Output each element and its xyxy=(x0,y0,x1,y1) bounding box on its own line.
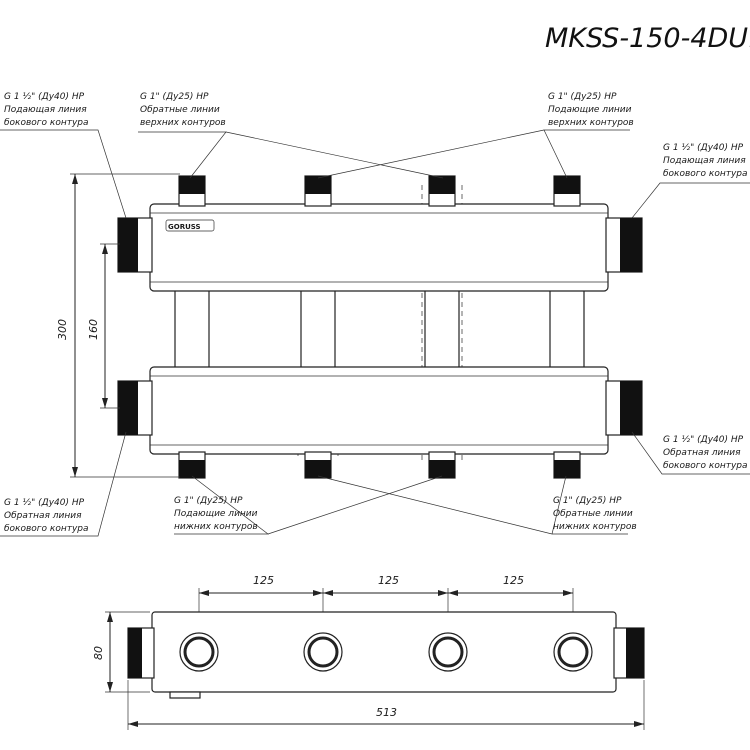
top-nipples xyxy=(178,175,581,207)
length-total-value: 513 xyxy=(376,706,397,719)
front-view: GORUSS xyxy=(0,92,750,537)
height-total-value: 300 xyxy=(56,319,69,340)
svg-text:Подающие линии: Подающие линии xyxy=(174,509,258,519)
svg-text:G 1" (Ду25) НР: G 1" (Ду25) НР xyxy=(174,496,243,506)
top-header xyxy=(149,203,609,292)
svg-text:бокового контура: бокового контура xyxy=(663,169,748,179)
header-top-view xyxy=(151,611,617,693)
leader-lines xyxy=(0,129,750,537)
dimension-pitch: 125 125 125 xyxy=(198,574,574,640)
svg-text:Обратная линия: Обратная линия xyxy=(663,448,741,458)
brand-logo: GORUSS xyxy=(168,223,201,231)
callout-supply-bottom: G 1" (Ду25) НР Подающие линии нижних кон… xyxy=(174,496,258,532)
model-title: MKSS-150-4DU.1 xyxy=(545,23,750,54)
svg-text:G 1 ½" (Ду40) НР: G 1 ½" (Ду40) НР xyxy=(663,435,744,445)
callout-return-side-left: G 1 ½" (Ду40) НР Обратная линия бокового… xyxy=(4,498,89,534)
dimension-depth: 80 xyxy=(92,611,150,693)
brand-plate xyxy=(165,219,215,232)
callout-supply-top: G 1" (Ду25) НР Подающие линии верхних ко… xyxy=(548,92,634,128)
svg-text:Обратные линии: Обратные линии xyxy=(140,105,220,115)
svg-text:бокового контура: бокового контура xyxy=(663,461,748,471)
callout-return-bottom: G 1" (Ду25) НР Обратные линии нижних кон… xyxy=(553,496,637,532)
callout-supply-side-left: G 1 ½" (Ду40) НР Подающая линия бокового… xyxy=(4,92,89,128)
svg-text:Подающие линии: Подающие линии xyxy=(548,105,632,115)
svg-text:G 1 ½" (Ду40) НР: G 1 ½" (Ду40) НР xyxy=(4,92,85,102)
pitch-3-value: 125 xyxy=(503,574,524,587)
pitch-2-value: 125 xyxy=(378,574,399,587)
svg-text:G 1 ½" (Ду40) НР: G 1 ½" (Ду40) НР xyxy=(663,143,744,153)
svg-text:G 1" (Ду25) НР: G 1" (Ду25) НР xyxy=(553,496,622,506)
callout-return-side-right: G 1 ½" (Ду40) НР Обратная линия бокового… xyxy=(663,435,748,471)
svg-text:нижних контуров: нижних контуров xyxy=(553,522,637,532)
svg-text:верхних контуров: верхних контуров xyxy=(140,118,226,128)
svg-text:Обратные линии: Обратные линии xyxy=(553,509,633,519)
bottom-nipples xyxy=(178,451,581,479)
svg-text:Подающая линия: Подающая линия xyxy=(663,156,746,166)
outlet-circles xyxy=(179,632,593,672)
dimension-height: 300 xyxy=(56,173,180,478)
callout-return-top: G 1" (Ду25) НР Обратные линии верхних ко… xyxy=(140,92,226,128)
callout-supply-side-right: G 1 ½" (Ду40) НР Подающая линия бокового… xyxy=(663,143,748,179)
svg-text:G 1 ½" (Ду40) НР: G 1 ½" (Ду40) НР xyxy=(4,498,85,508)
svg-text:G 1" (Ду25) НР: G 1" (Ду25) НР xyxy=(140,92,209,102)
svg-text:бокового контура: бокового контура xyxy=(4,524,89,534)
axis-distance-value: 160 xyxy=(87,319,100,340)
bottom-header xyxy=(149,366,609,455)
svg-text:G 1" (Ду25) НР: G 1" (Ду25) НР xyxy=(548,92,617,102)
svg-text:верхних контуров: верхних контуров xyxy=(548,118,634,128)
svg-text:бокового контура: бокового контура xyxy=(4,118,89,128)
dimension-axis: 160 xyxy=(87,243,120,409)
svg-text:нижних контуров: нижних контуров xyxy=(174,522,258,532)
side-connectors xyxy=(117,217,643,436)
pitch-1-value: 125 xyxy=(253,574,274,587)
depth-value: 80 xyxy=(92,646,105,660)
svg-text:Подающая линия: Подающая линия xyxy=(4,105,87,115)
dimension-length: 513 xyxy=(127,680,645,730)
svg-text:Обратная линия: Обратная линия xyxy=(4,511,82,521)
top-view: 125 125 125 80 xyxy=(92,574,645,730)
